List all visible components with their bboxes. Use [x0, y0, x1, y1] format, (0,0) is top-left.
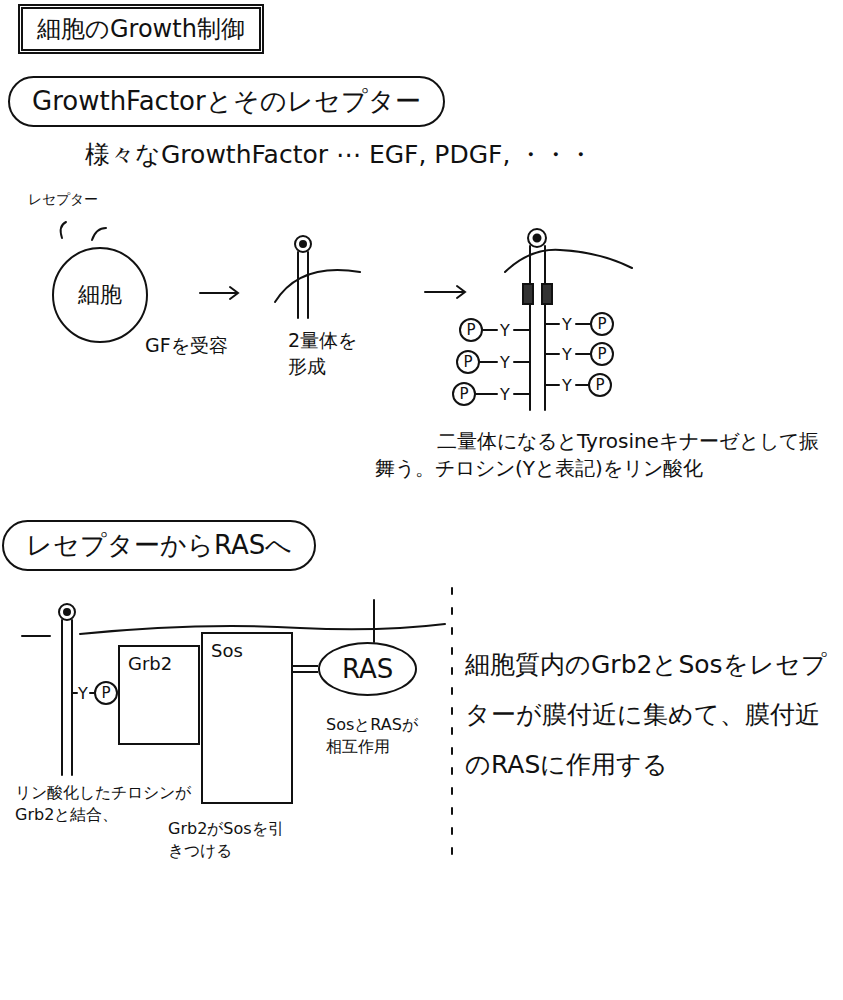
node-text: P	[101, 684, 110, 702]
phosphate-circle: P	[456, 350, 480, 374]
note-text: Y	[562, 344, 572, 366]
note-text: Y	[500, 352, 510, 374]
node-text: Grb2	[128, 653, 172, 674]
protein-block: Sos	[201, 632, 293, 804]
node-text: P	[463, 353, 472, 371]
page-title: 細胞のGrowth制御	[18, 4, 264, 54]
node-text: 細胞	[78, 280, 122, 310]
phosphate-circle: P	[94, 681, 118, 705]
receptor	[530, 246, 545, 410]
transmembrane	[523, 284, 533, 304]
note-text: 2量体を形成	[288, 328, 374, 379]
ligand	[295, 236, 311, 252]
node-text: P	[597, 345, 606, 363]
node-text: P	[459, 385, 468, 403]
ligand	[534, 235, 541, 242]
divider	[451, 588, 453, 862]
node-text: レセプターからRASへ	[26, 528, 292, 563]
phosphate-circle: P	[588, 373, 612, 397]
ligand	[59, 604, 75, 620]
anchor	[373, 600, 375, 642]
protein-block: Grb2	[118, 645, 200, 745]
note-text: GFを受容	[145, 333, 228, 359]
protein-oval: RAS	[318, 642, 417, 696]
transmembrane	[542, 284, 552, 304]
note-text: Y	[562, 375, 572, 397]
ligand	[300, 241, 306, 247]
step-arrow	[200, 287, 238, 299]
receptor-stub	[61, 222, 66, 238]
receptor-stub	[92, 228, 106, 240]
receptor	[62, 620, 72, 775]
note-text: Y	[78, 683, 88, 705]
note-text: 二量体になるとTyrosineキナーゼとして振舞う。チロシン(Yと表記)をリン酸…	[375, 428, 837, 482]
phosphate-circle: P	[590, 312, 614, 336]
node-text: RAS	[342, 654, 393, 684]
node-text: P	[595, 376, 604, 394]
membrane	[505, 250, 632, 272]
membrane	[275, 270, 360, 302]
note-text: SosとRASが相互作用	[326, 714, 426, 757]
note-text: レセプター	[28, 190, 98, 209]
cell-circle: 細胞	[52, 247, 148, 343]
note-text: Y	[500, 384, 510, 406]
ligand	[528, 229, 546, 247]
phosphate-circle: P	[452, 382, 476, 406]
node-text: GrowthFactorとそのレセプター	[32, 84, 421, 119]
node-text: P	[466, 321, 475, 339]
phosphate-circle: P	[459, 318, 483, 342]
receptor	[298, 252, 308, 318]
heading-band: GrowthFactorとそのレセプター	[8, 76, 445, 127]
note-text: リン酸化したチロシンがGrb2と結合、	[15, 782, 200, 825]
step-arrow	[425, 286, 465, 298]
note-text: Y	[562, 314, 572, 336]
note-text: 様々なGrowthFactor ⋯ EGF, PDGF, ・・・	[85, 138, 593, 172]
binding-connector	[293, 666, 318, 672]
node-text: P	[597, 315, 606, 333]
heading-band: レセプターからRASへ	[2, 520, 316, 571]
phosphate-circle: P	[590, 342, 614, 366]
note-text: Grb2がSosを引きつける	[168, 818, 288, 861]
ligand	[64, 609, 70, 615]
note-text: 細胞質内のGrb2とSosをレセプターが膜付近に集めて、膜付近のRASに作用する	[465, 640, 837, 790]
node-text: Sos	[211, 640, 243, 661]
note-text: Y	[500, 320, 510, 342]
